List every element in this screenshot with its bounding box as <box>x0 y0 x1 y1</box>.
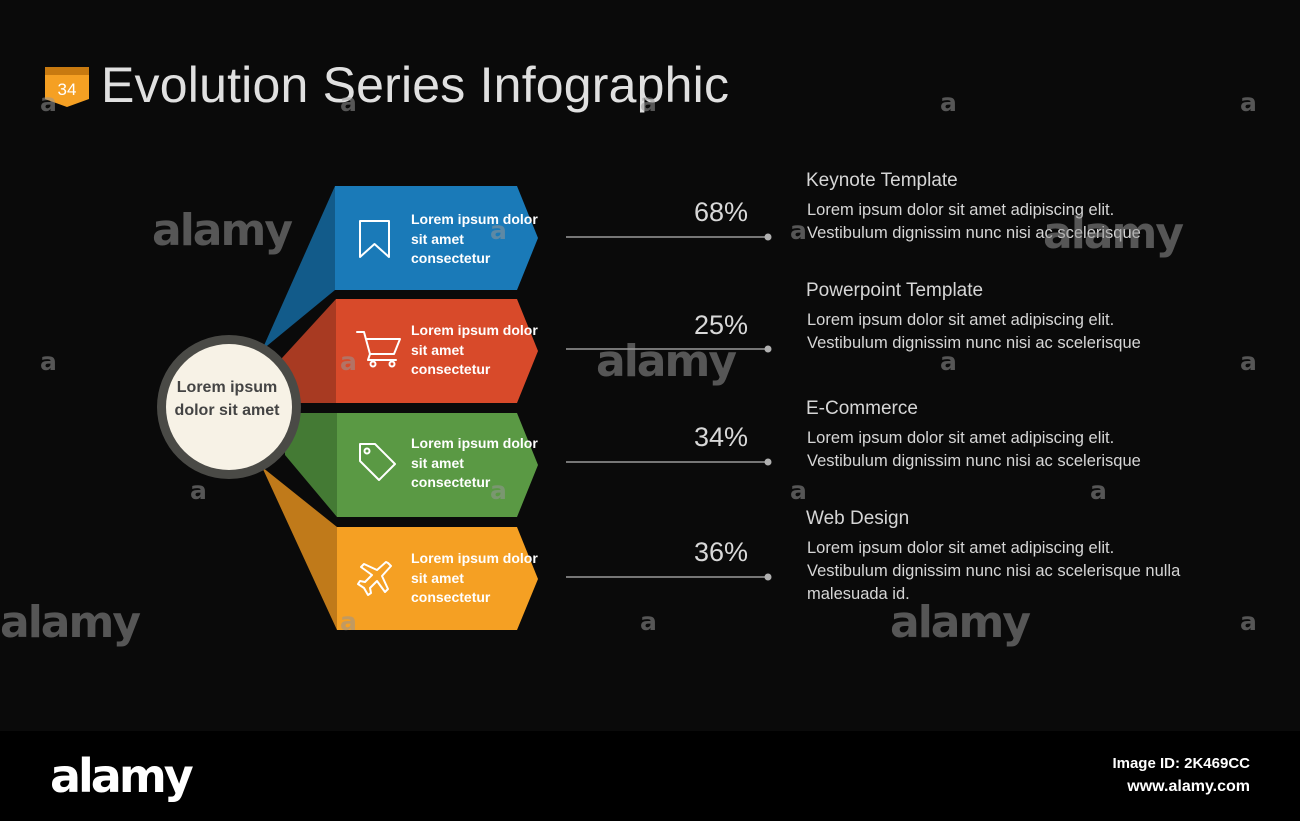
step-2-dot <box>764 345 772 353</box>
step-3-percent: 34% <box>693 422 748 452</box>
slide-number: 34 <box>57 80 77 99</box>
watermark-mark: a <box>1240 607 1257 636</box>
step-2-label: Lorem ipsum dolor sit amet consectetur <box>411 322 538 377</box>
step-4-title: Web Design <box>806 508 910 529</box>
watermark-mark: a <box>340 607 357 636</box>
step-2-percent: 25% <box>693 310 748 340</box>
watermark-mark: a <box>490 476 507 505</box>
step-1-description: Lorem ipsum dolor sit amet adipiscing el… <box>807 201 1141 242</box>
step-2-title: Powerpoint Template <box>806 280 984 301</box>
step-1-arrow <box>335 186 538 290</box>
watermark-mark: a <box>340 347 357 376</box>
step-3-dot <box>764 458 772 466</box>
step-4-label: Lorem ipsum dolor sit amet consectetur <box>411 550 538 605</box>
step-1-percent: 68% <box>693 197 748 227</box>
footer-image-id: Image ID: 2K469CC <box>1112 755 1250 772</box>
watermark-mark: a <box>490 216 507 245</box>
step-3-arrow <box>337 413 538 517</box>
watermark-mark: a <box>790 216 807 245</box>
watermark-mark: a <box>1240 347 1257 376</box>
bookmark-icon <box>359 220 390 258</box>
step-4-percent: 36% <box>693 537 748 567</box>
watermark-mark: a <box>940 88 957 117</box>
step-3-wing <box>283 413 337 517</box>
watermark: alamy <box>0 597 141 648</box>
watermark-mark: a <box>190 476 207 505</box>
watermark: alamy <box>1043 208 1184 259</box>
watermark-mark: a <box>790 476 807 505</box>
slide: 34 Evolution Series Infographic <box>0 57 1257 648</box>
step-1-title: Keynote Template <box>806 170 958 191</box>
watermark: alamy <box>152 205 293 256</box>
watermark-mark: a <box>1240 88 1257 117</box>
center-text: Lorem ipsum dolor sit amet <box>174 379 280 419</box>
step-4-arrow <box>337 527 538 630</box>
watermark: alamy <box>596 336 737 387</box>
step-4-wing <box>262 467 337 630</box>
step-2-description: Lorem ipsum dolor sit amet adipiscing el… <box>807 311 1141 352</box>
watermark: alamy <box>890 597 1031 648</box>
watermark-mark: a <box>1090 476 1107 505</box>
footer-bar: alamy Image ID: 2K469CC www.alamy.com <box>0 731 1300 821</box>
watermark-mark: a <box>640 88 657 117</box>
step-3-title: E-Commerce <box>806 398 918 419</box>
center-circle <box>166 344 292 470</box>
step-3-description: Lorem ipsum dolor sit amet adipiscing el… <box>807 429 1141 470</box>
step-1-wing <box>262 186 335 350</box>
slide-number-badge <box>45 67 89 107</box>
watermark-mark: a <box>40 88 57 117</box>
watermark-mark: a <box>640 607 657 636</box>
tag-icon <box>359 443 396 481</box>
footer-url[interactable]: www.alamy.com <box>1127 778 1250 795</box>
watermark-mark: a <box>340 88 357 117</box>
watermark-mark: a <box>940 347 957 376</box>
shopping-cart-icon <box>356 331 401 368</box>
evolution-diagram <box>157 186 772 630</box>
watermark-mark: a <box>40 347 57 376</box>
step-4-dot <box>764 573 772 581</box>
footer-logo[interactable]: alamy <box>50 749 194 803</box>
airplane-icon <box>357 561 392 596</box>
step-2-arrow <box>336 299 538 403</box>
step-1-label: Lorem ipsum dolor sit amet consectetur <box>411 211 538 266</box>
step-4-description: Lorem ipsum dolor sit amet adipiscing el… <box>807 539 1181 603</box>
slide-title: Evolution Series Infographic <box>101 57 730 113</box>
step-3-label: Lorem ipsum dolor sit amet consectetur <box>411 435 538 490</box>
step-1-dot <box>764 233 772 241</box>
